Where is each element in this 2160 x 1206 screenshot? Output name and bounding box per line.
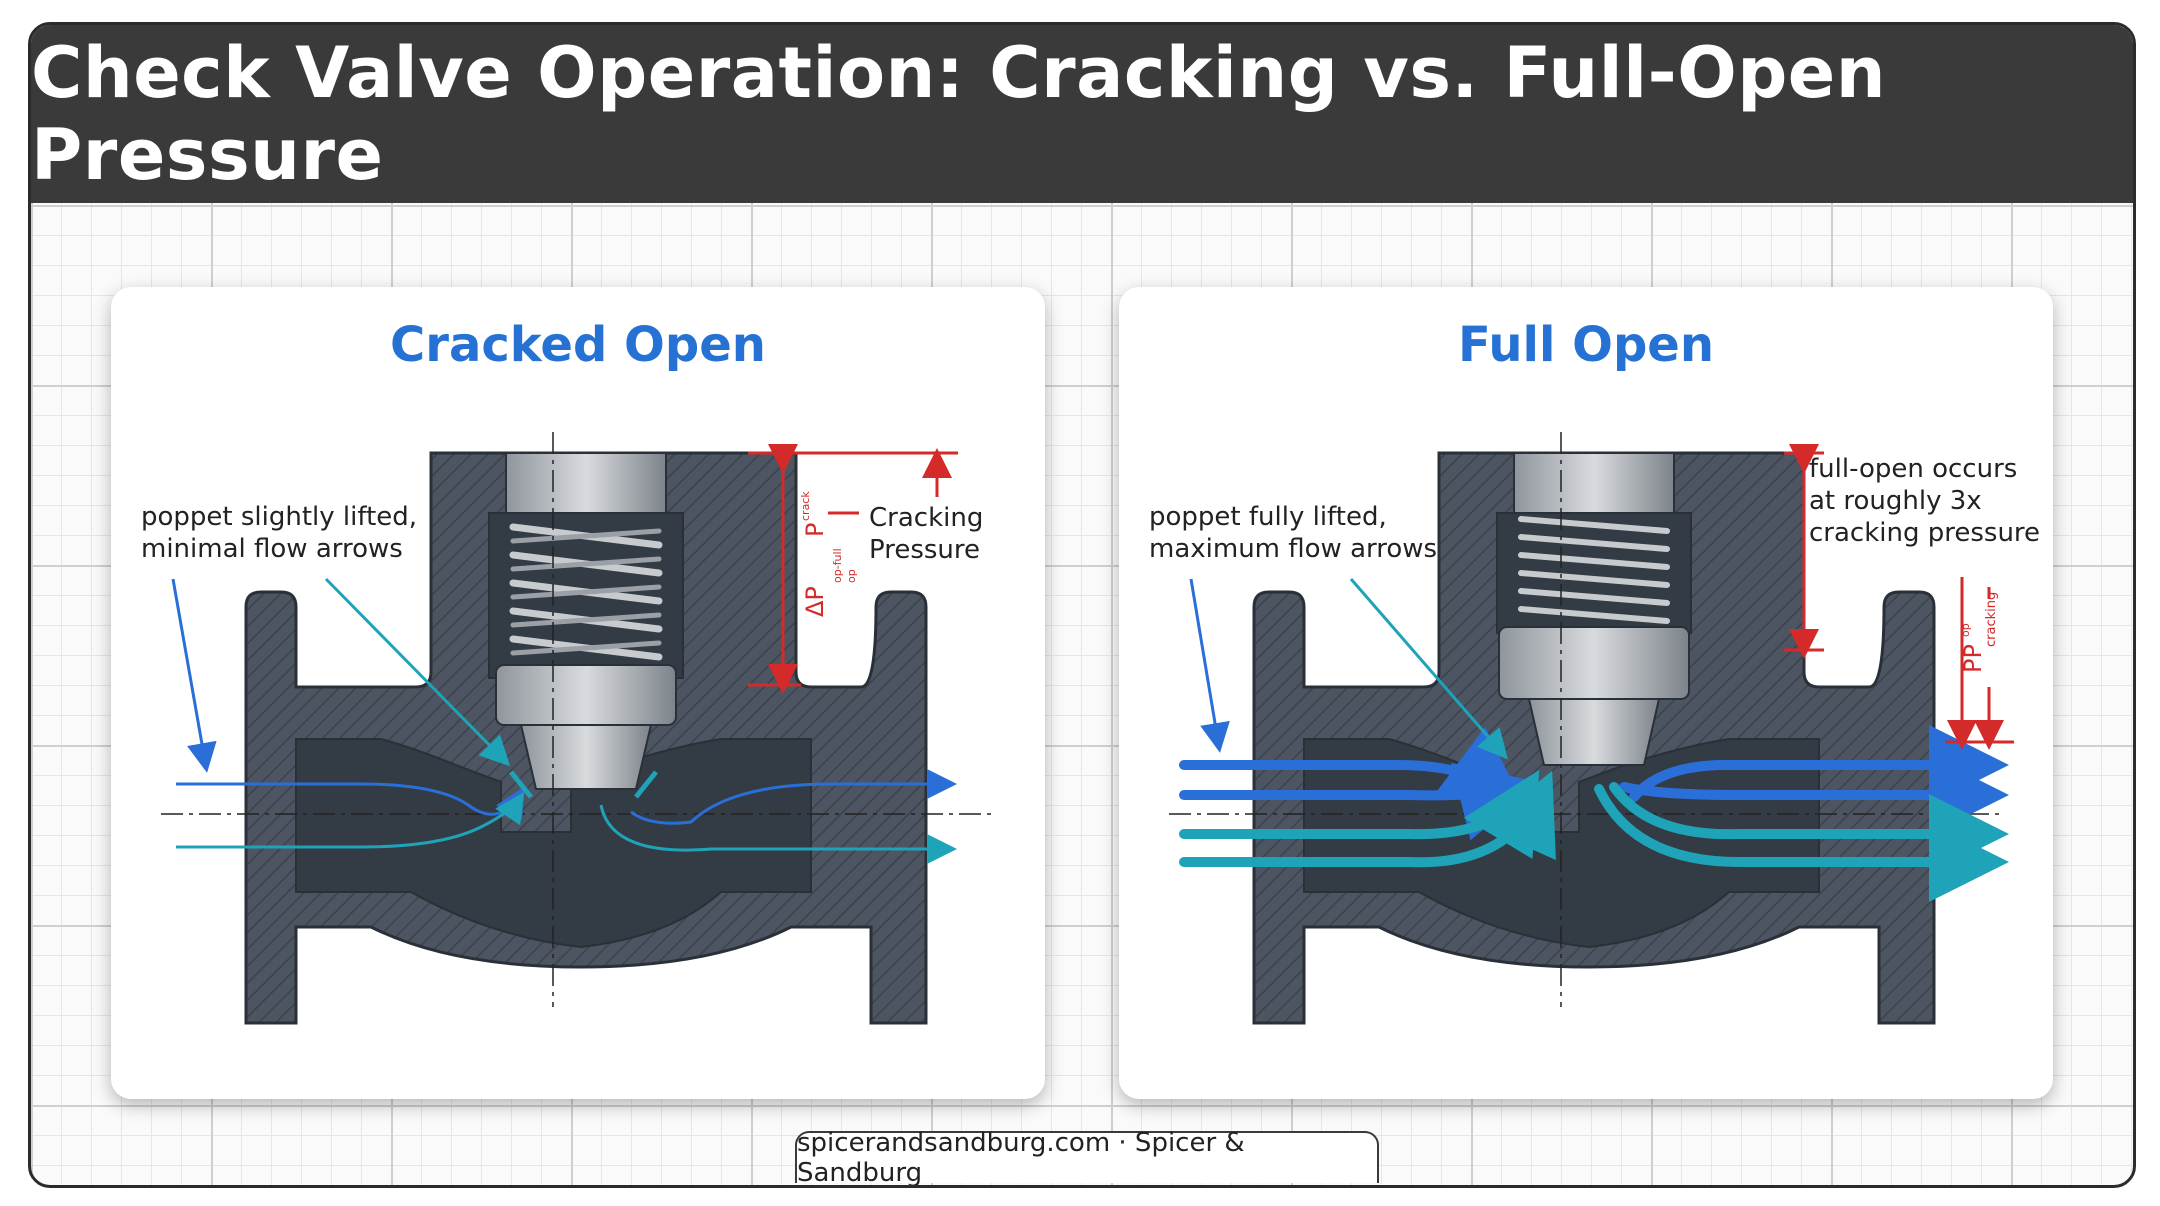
dimension-label-rotated: ΔP P crack op-full op (799, 491, 858, 617)
callout-text-line1: poppet slightly lifted, (141, 502, 417, 532)
footer-credit: spicerandsandburg.com · Spicer & Sandbur… (795, 1128, 1379, 1185)
callout-text-line2: maximum flow arrows (1149, 534, 1437, 564)
cracking-pressure-label-line1: Cracking (869, 503, 983, 533)
callout-leader-teal (324, 577, 511, 767)
cracking-pressure-label-line2: Pressure (869, 535, 980, 565)
valve-diagram-full-open: poppet fully lifted, maximum flow arrows… (1149, 432, 2040, 1025)
svg-text:op: op (845, 569, 858, 583)
svg-text:crack: crack (799, 491, 812, 521)
svg-text:cracking: cracking (1984, 592, 1999, 647)
poppet (1498, 626, 1690, 766)
svg-text:PP: PP (1959, 644, 1987, 673)
diagram-frame: Check Valve Operation: Cracking vs. Full… (28, 22, 2136, 1188)
panel-cracked-open: Cracked Open (111, 287, 1045, 1099)
note-text-line3: cracking pressure (1809, 518, 2040, 548)
panel-title-cracked: Cracked Open (390, 317, 766, 373)
spring (509, 523, 663, 661)
title-bar: Check Valve Operation: Cracking vs. Full… (31, 25, 2133, 203)
note-text-line2: at roughly 3x (1809, 486, 1982, 516)
callout-leader-teal (1349, 578, 1508, 760)
note-text-line1: full-open occurs (1809, 454, 2017, 484)
callout-leader-blue (171, 578, 217, 773)
panel-title-full: Full Open (1457, 317, 1715, 373)
spring-compressed (1518, 516, 1670, 624)
flow-arrows (176, 769, 957, 864)
svg-text:ΔP: ΔP (801, 586, 829, 617)
svg-text:P: P (801, 523, 829, 537)
svg-text:op-full: op-full (831, 548, 844, 583)
callout-leader-blue (1189, 578, 1230, 753)
full-open-dimension (1784, 444, 2014, 750)
cracking-dimension (748, 444, 958, 694)
page-title: Check Valve Operation: Cracking vs. Full… (31, 32, 1887, 196)
svg-text:op: op (1959, 623, 1972, 637)
dimension-label-rotated: PP op cracking (1959, 592, 1999, 673)
flow-arrows (1179, 725, 2009, 902)
panel-full-open: Full Open (1119, 287, 2053, 1099)
valve-diagram-cracked: poppet slightly lifted, minimal flow arr… (141, 432, 991, 1025)
callout-text-line1: poppet fully lifted, (1149, 502, 1387, 532)
callout-text-line2: minimal flow arrows (141, 534, 403, 564)
